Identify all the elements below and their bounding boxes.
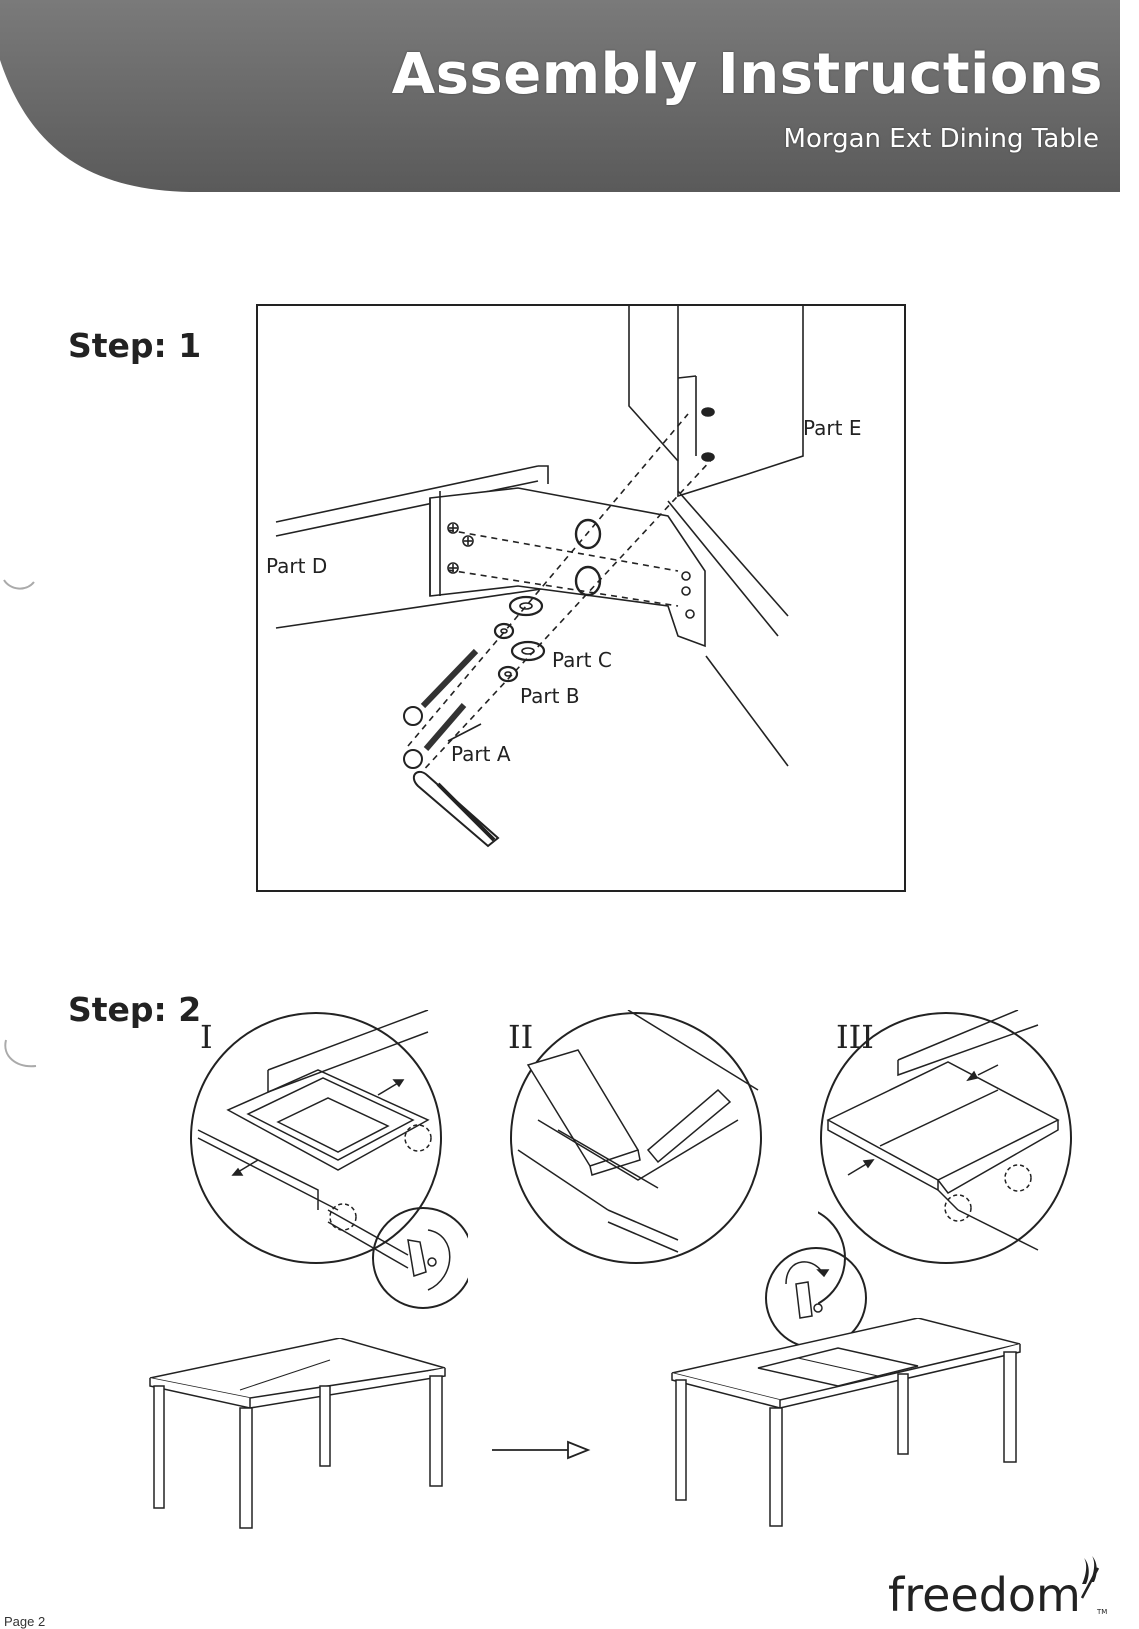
stage-1-illustration xyxy=(190,1010,468,1309)
part-c-label: Part C xyxy=(552,648,612,672)
part-e-label: Part E xyxy=(803,416,862,440)
product-name: Morgan Ext Dining Table xyxy=(783,124,1099,154)
stage-3-illustration xyxy=(818,1010,1072,1305)
trademark-mark: TM xyxy=(1097,1608,1108,1616)
step-1-diagram xyxy=(275,306,804,848)
binder-hole-icon xyxy=(3,579,35,590)
brand-logo-text: freedom xyxy=(888,1568,1081,1622)
binder-hole-icon xyxy=(4,1039,37,1068)
transition-arrow-icon xyxy=(492,1440,591,1460)
stage-2-illustration xyxy=(510,1010,762,1264)
step-2-label: Step: 2 xyxy=(68,990,202,1029)
header-band-shape xyxy=(0,0,1120,192)
stage-3-label: III xyxy=(836,1018,874,1056)
table-closed-illustration xyxy=(149,1338,446,1529)
brand-leaf-icon xyxy=(1080,1556,1100,1599)
stage-1-label: I xyxy=(200,1018,213,1056)
part-a-label: Part A xyxy=(451,742,511,766)
step-1-diagram-frame: Part E Part D Part C Part B Part A xyxy=(256,304,906,892)
part-d-label: Part D xyxy=(266,554,328,578)
table-extended-illustration xyxy=(671,1318,1021,1527)
stage-2-label: II xyxy=(508,1018,534,1056)
part-b-label: Part B xyxy=(520,684,580,708)
header-band: Assembly Instructions Morgan Ext Dining … xyxy=(0,0,1139,195)
page-title: Assembly Instructions xyxy=(391,42,1103,107)
step-1-label: Step: 1 xyxy=(68,326,202,365)
page-number: Page 2 xyxy=(4,1614,46,1629)
